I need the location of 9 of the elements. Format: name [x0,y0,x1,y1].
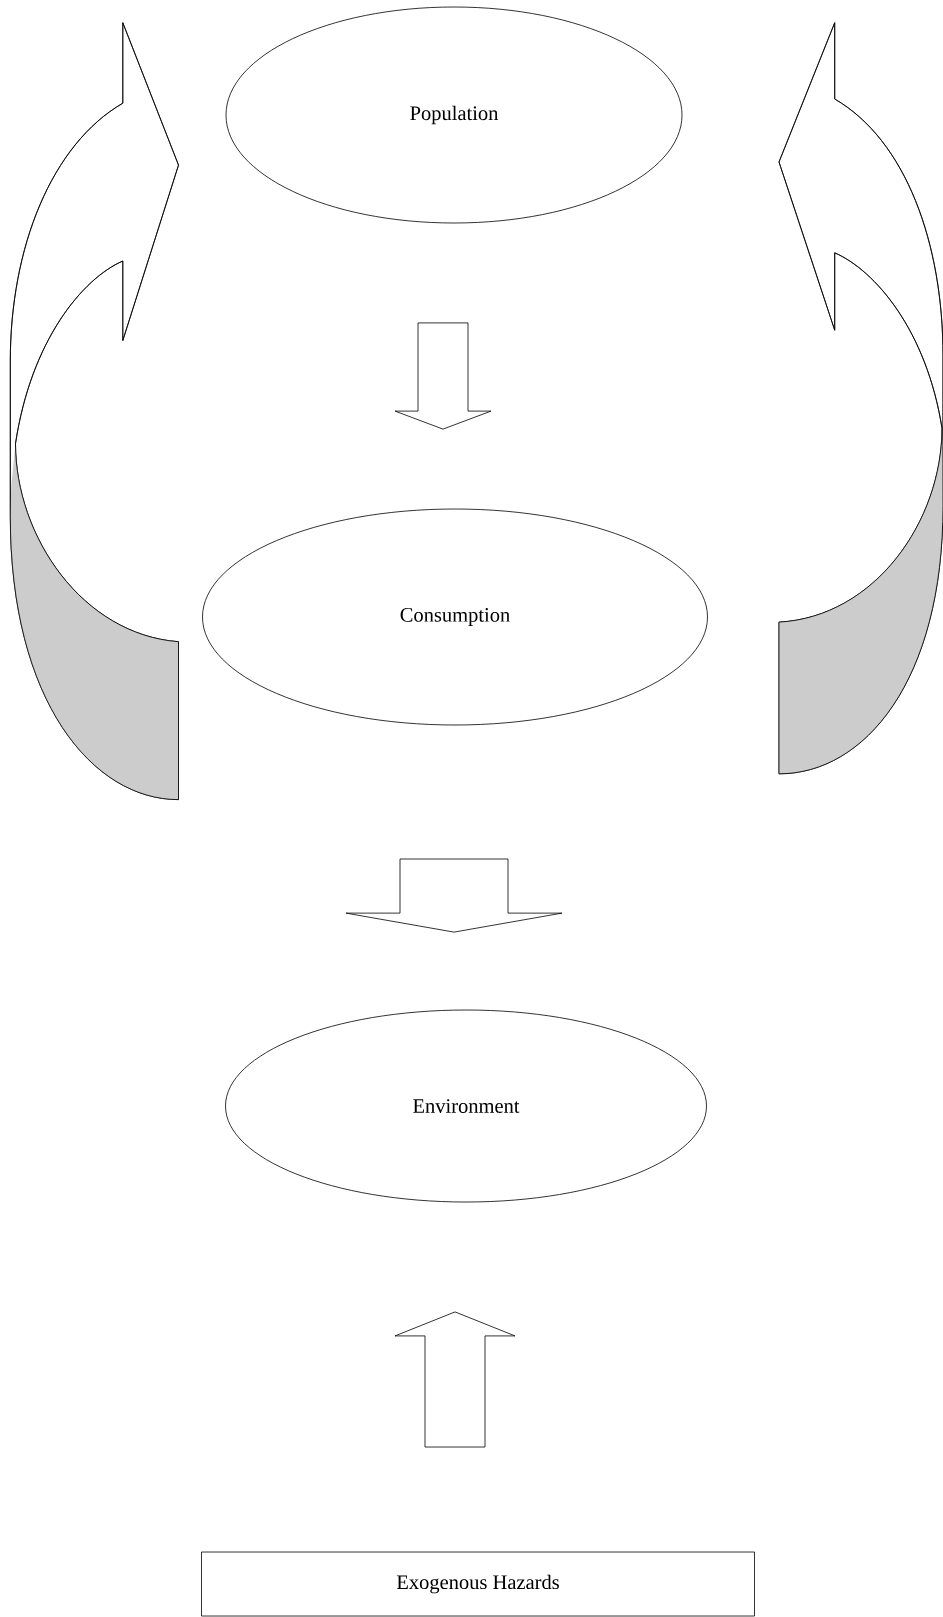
ellipse-node: Consumption [202,508,708,726]
ellipse-node: Population [225,6,683,224]
block-arrow [394,322,492,430]
curved-arrow [778,22,943,775]
curved-arrow [9,22,179,800]
block-arrow [345,858,563,933]
ellipse-node: Environment [225,1009,707,1203]
text-box: Exogenous Hazards [201,1551,755,1617]
block-arrow [394,1311,516,1448]
